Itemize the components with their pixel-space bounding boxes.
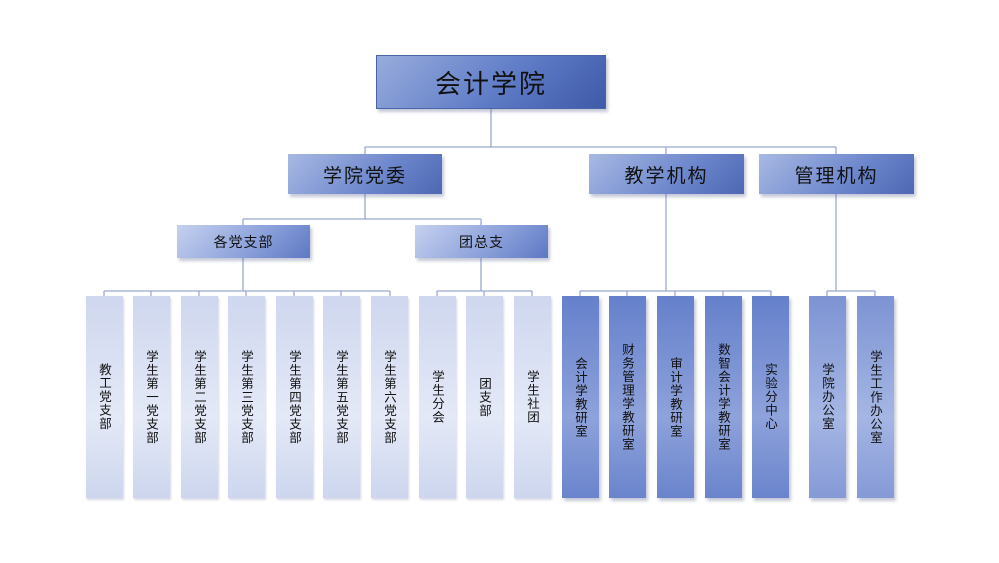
leaf-party-branch-4: 学生第三党支部 [228,296,265,498]
leaf-party-branch-2: 学生第一党支部 [133,296,170,498]
leaf-league-unit-3: 学生社团 [514,296,551,498]
node-party-branches: 各党支部 [177,225,310,258]
leaf-management-unit-1: 学院办公室 [809,296,846,498]
leaf-party-branch-3: 学生第二党支部 [181,296,218,498]
leaf-teaching-unit-2: 财务管理学教研室 [609,296,646,498]
leaf-teaching-unit-1: 会计学教研室 [562,296,599,498]
leaf-party-branch-7: 学生第六党支部 [371,296,408,498]
leaf-league-unit-1: 学生分会 [419,296,456,498]
leaf-teaching-unit-3: 审计学教研室 [657,296,694,498]
node-party-committee: 学院党委 [288,154,442,194]
leaf-party-branch-1: 教工党支部 [86,296,123,498]
node-teaching-units: 教学机构 [589,154,744,194]
root-node-accounting-school: 会计学院 [376,55,606,109]
node-youth-league: 团总支 [415,225,548,258]
node-management-units: 管理机构 [759,154,914,194]
leaf-party-branch-6: 学生第五党支部 [323,296,360,498]
leaf-management-unit-2: 学生工作办公室 [857,296,894,498]
leaf-teaching-unit-4: 数智会计学教研室 [705,296,742,498]
leaf-party-branch-5: 学生第四党支部 [276,296,313,498]
leaf-teaching-unit-5: 实验分中心 [752,296,789,498]
leaf-league-unit-2: 团支部 [466,296,503,498]
